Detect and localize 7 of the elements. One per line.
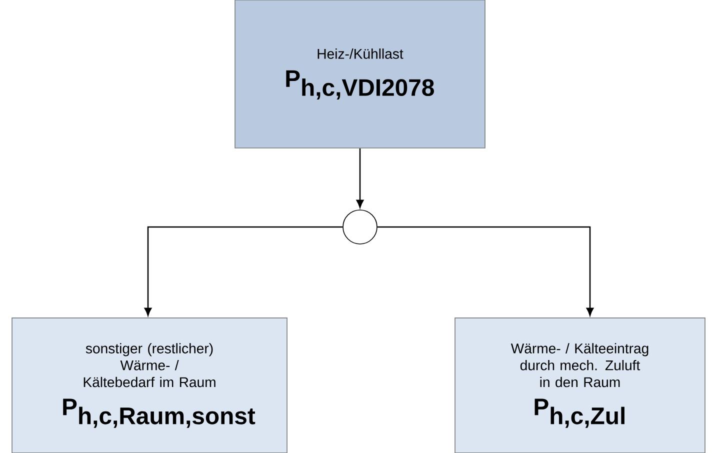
process-box: Wärme- / Kälteeintrag durch mech. Zuluft in den Raum $\textbf{P}_{\textbf{h,c,Zul}}$ xyxy=(454,318,706,453)
arrow xyxy=(356,148,364,208)
arrow xyxy=(377,226,594,316)
junction-circle xyxy=(342,210,378,244)
process-box: sonstiger (restlicher) Wärme- / Kältebedarf im Raum $\textbf{P}_{\textbf{h,c,Raum,sonst}}$ xyxy=(12,318,288,453)
arrow xyxy=(144,226,343,316)
process-box: Heiz-/Kühllast $\textbf{P}_{\textbf{h,c,VDI2078}}$ xyxy=(234,0,486,148)
